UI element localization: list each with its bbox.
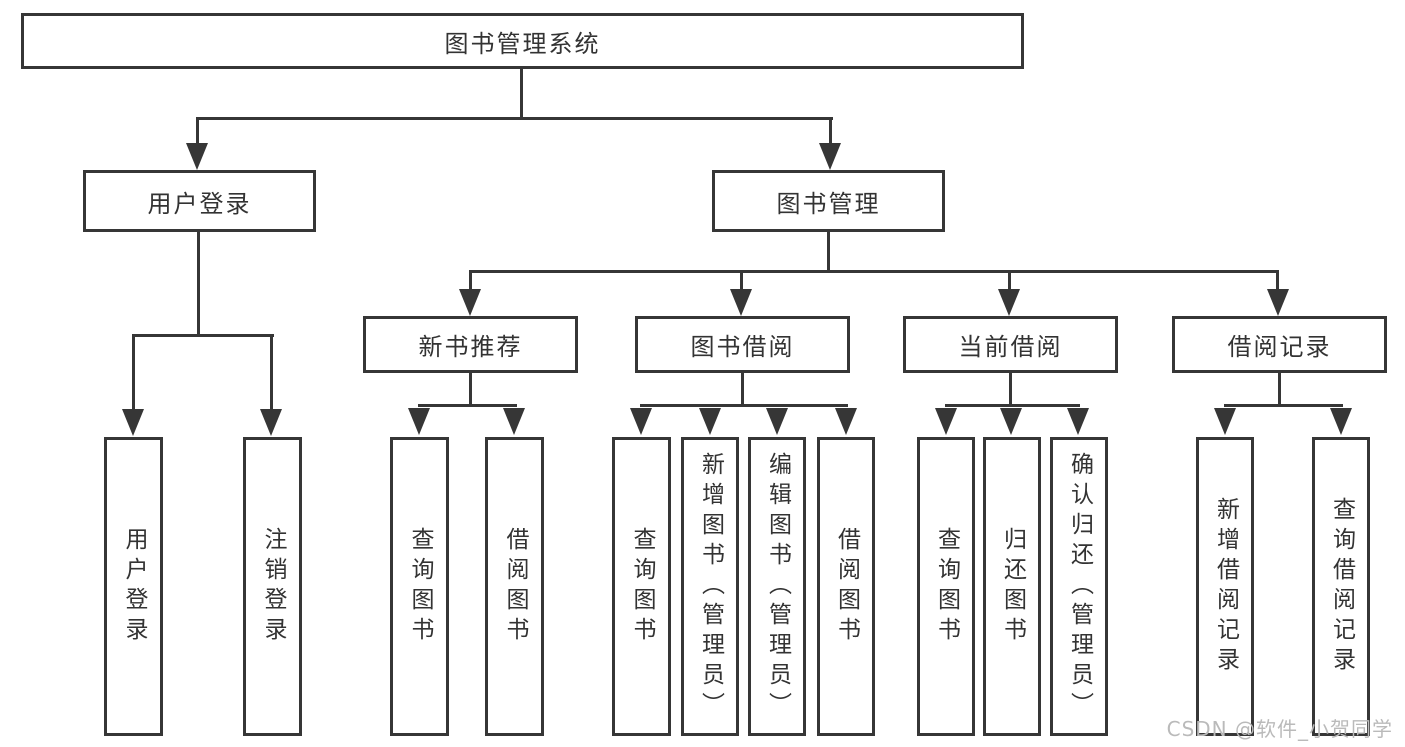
arrow-down-icon	[186, 143, 208, 170]
leaf-current-query-books-label: 查询图书	[933, 526, 960, 647]
connector-line	[469, 270, 1279, 273]
leaf-borrow-add-books: 新增图书（管理员）	[681, 437, 739, 736]
node-root-label: 图书管理系统	[444, 29, 601, 58]
connector-line	[945, 404, 1080, 407]
arrow-down-icon	[1214, 408, 1236, 435]
leaf-borrow-borrow-books-label: 借阅图书	[833, 526, 860, 647]
arrow-down-icon	[935, 408, 957, 435]
arrow-down-icon	[630, 408, 652, 435]
leaf-recommend-query-books-label: 查询图书	[407, 526, 433, 647]
leaf-borrow-query-books-label: 查询图书	[629, 526, 655, 647]
connector-line	[1008, 270, 1011, 292]
arrow-down-icon	[122, 409, 144, 436]
connector-line	[132, 334, 135, 412]
leaf-borrow-query-books: 查询图书	[612, 437, 671, 736]
connector-line	[270, 334, 273, 412]
arrow-down-icon	[1000, 408, 1022, 435]
node-book-borrow: 图书借阅	[635, 316, 850, 373]
connector-line	[741, 372, 744, 407]
arrow-down-icon	[459, 289, 481, 316]
leaf-records-add-record: 新增借阅记录	[1196, 437, 1254, 736]
connector-line	[132, 334, 274, 337]
leaf-borrow-borrow-books: 借阅图书	[817, 437, 875, 736]
connector-line	[196, 117, 833, 120]
node-borrow-records: 借阅记录	[1172, 316, 1387, 373]
leaf-current-confirm-return: 确认归还（管理员）	[1050, 437, 1108, 736]
arrow-down-icon	[819, 143, 841, 170]
connector-line	[827, 231, 830, 273]
arrow-down-icon	[835, 408, 857, 435]
arrow-down-icon	[1330, 408, 1352, 435]
leaf-records-add-record-label: 新增借阅记录	[1212, 496, 1239, 677]
node-new-book-recommend-label: 新书推荐	[418, 333, 523, 361]
connector-line	[196, 117, 199, 149]
arrow-down-icon	[260, 409, 282, 436]
connector-line	[469, 270, 472, 292]
connector-line	[469, 372, 472, 407]
arrow-down-icon	[998, 289, 1020, 316]
connector-line	[640, 404, 848, 407]
leaf-current-return-books-label: 归还图书	[999, 526, 1026, 647]
node-user-login: 用户登录	[83, 170, 316, 232]
node-new-book-recommend: 新书推荐	[363, 316, 578, 373]
connector-line	[520, 68, 523, 119]
node-current-borrow: 当前借阅	[903, 316, 1118, 373]
connector-line	[1009, 372, 1012, 407]
node-book-management: 图书管理	[712, 170, 945, 232]
arrow-down-icon	[730, 289, 752, 316]
connector-line	[1278, 372, 1281, 407]
leaf-records-query-record-label: 查询借阅记录	[1328, 496, 1355, 677]
arrow-down-icon	[503, 408, 525, 435]
leaf-borrow-add-books-label: 新增图书（管理员）	[697, 451, 724, 722]
leaf-recommend-query-books: 查询图书	[390, 437, 449, 736]
arrow-down-icon	[408, 408, 430, 435]
connector-line	[740, 270, 743, 292]
arrow-down-icon	[699, 408, 721, 435]
leaf-recommend-borrow-books: 借阅图书	[485, 437, 544, 736]
connector-line	[1276, 270, 1279, 292]
connector-line	[418, 404, 517, 407]
connector-line	[197, 231, 200, 337]
leaf-logout: 注销登录	[243, 437, 302, 736]
node-borrow-records-label: 借阅记录	[1227, 333, 1332, 361]
arrow-down-icon	[766, 408, 788, 435]
arrow-down-icon	[1067, 408, 1089, 435]
leaf-user-login-label: 用户登录	[121, 526, 147, 647]
leaf-current-confirm-return-label: 确认归还（管理员）	[1066, 451, 1093, 722]
connector-line	[829, 117, 832, 149]
node-current-borrow-label: 当前借阅	[958, 333, 1063, 361]
connector-line	[1224, 404, 1343, 407]
node-book-borrow-label: 图书借阅	[690, 333, 795, 361]
leaf-user-login: 用户登录	[104, 437, 163, 736]
leaf-records-query-record: 查询借阅记录	[1312, 437, 1370, 736]
leaf-borrow-edit-books-label: 编辑图书（管理员）	[764, 451, 791, 722]
node-root: 图书管理系统	[21, 13, 1024, 69]
node-user-login-label: 用户登录	[147, 189, 252, 218]
leaf-logout-label: 注销登录	[260, 526, 286, 647]
node-book-management-label: 图书管理	[776, 189, 881, 218]
leaf-recommend-borrow-books-label: 借阅图书	[502, 526, 528, 647]
leaf-current-query-books: 查询图书	[917, 437, 975, 736]
arrow-down-icon	[1267, 289, 1289, 316]
leaf-borrow-edit-books: 编辑图书（管理员）	[748, 437, 806, 736]
watermark-text: CSDN @软件_小贺同学	[1166, 717, 1393, 741]
leaf-current-return-books: 归还图书	[983, 437, 1041, 736]
